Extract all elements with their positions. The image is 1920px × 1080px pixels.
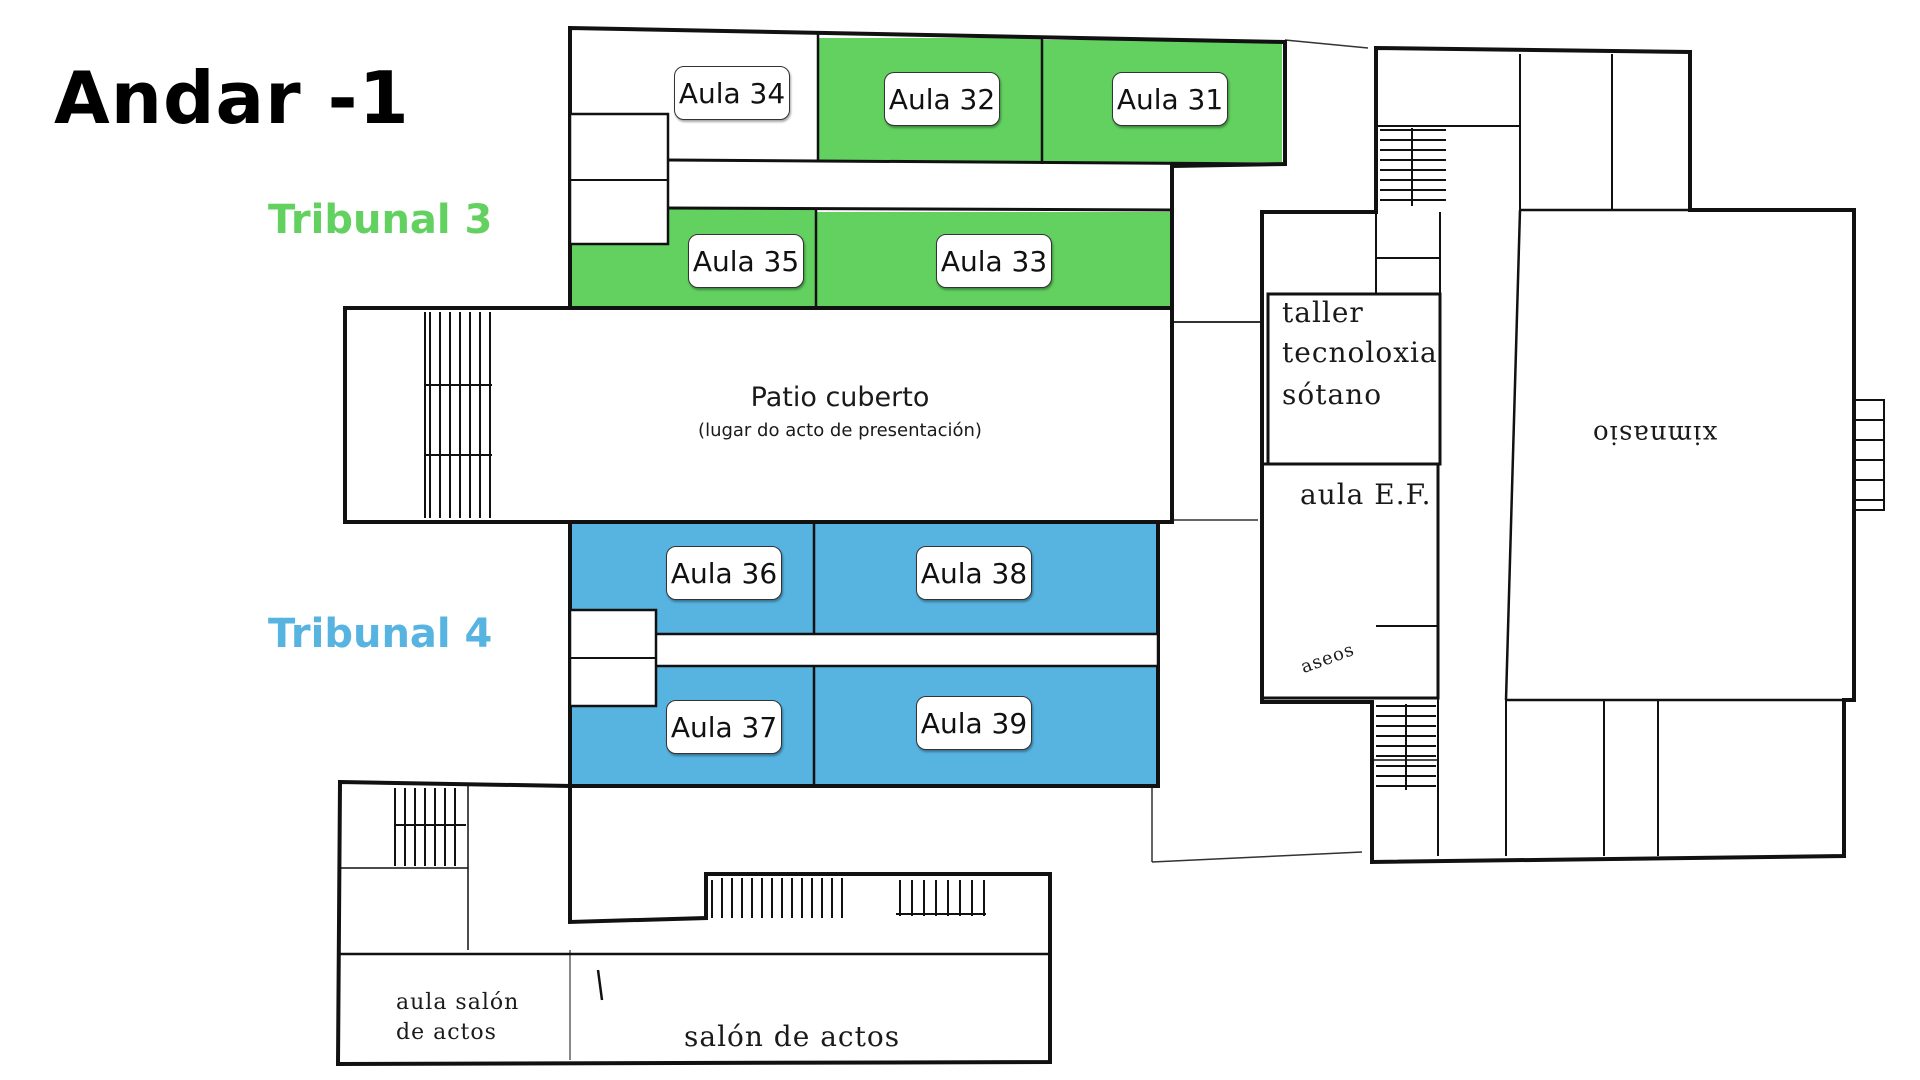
room-label-aula-37[interactable]: Aula 37 [666, 700, 782, 754]
room-label-aula-32[interactable]: Aula 32 [884, 72, 1000, 126]
legend-tribunal-4: Tribunal 4 [268, 611, 493, 657]
room-label-aula-39[interactable]: Aula 39 [916, 696, 1032, 750]
room-aula-35-corner [570, 244, 670, 308]
aula-salon-label-line-2: de actos [396, 1020, 497, 1045]
south-wing [335, 779, 1052, 1067]
patio-block [343, 306, 1262, 524]
salon-actos-label: salón de actos [684, 1020, 901, 1053]
aula-salon-label-line-1: aula salón [396, 990, 520, 1015]
tribunal-4-wing [568, 520, 1160, 788]
stairs-south [394, 788, 986, 918]
room-label-aula-33[interactable]: Aula 33 [936, 234, 1052, 288]
legend-tribunal-3: Tribunal 3 [268, 197, 493, 243]
room-label-aula-31[interactable]: Aula 31 [1112, 72, 1228, 126]
page-title: Andar -1 [54, 56, 410, 140]
patio-note: (lugar do acto de presentación) [698, 420, 982, 441]
room-label-aula-35[interactable]: Aula 35 [688, 234, 804, 288]
stairs-west [424, 312, 492, 518]
room-label-aula-34[interactable]: Aula 34 [674, 66, 790, 120]
east-building [1260, 45, 1885, 865]
taller-label-line-3: sótano [1282, 378, 1383, 411]
room-label-aula-36[interactable]: Aula 36 [666, 546, 782, 600]
stairs-east [1376, 128, 1885, 790]
aula-ef-label: aula E.F. [1300, 478, 1432, 511]
patio-label: Patio cuberto [750, 382, 930, 413]
taller-label-line-2: tecnoloxia [1282, 336, 1438, 369]
room-label-aula-38[interactable]: Aula 38 [916, 546, 1032, 600]
ximnasio-label: ximnasio [1592, 419, 1718, 450]
taller-label-line-1: taller [1282, 296, 1364, 329]
